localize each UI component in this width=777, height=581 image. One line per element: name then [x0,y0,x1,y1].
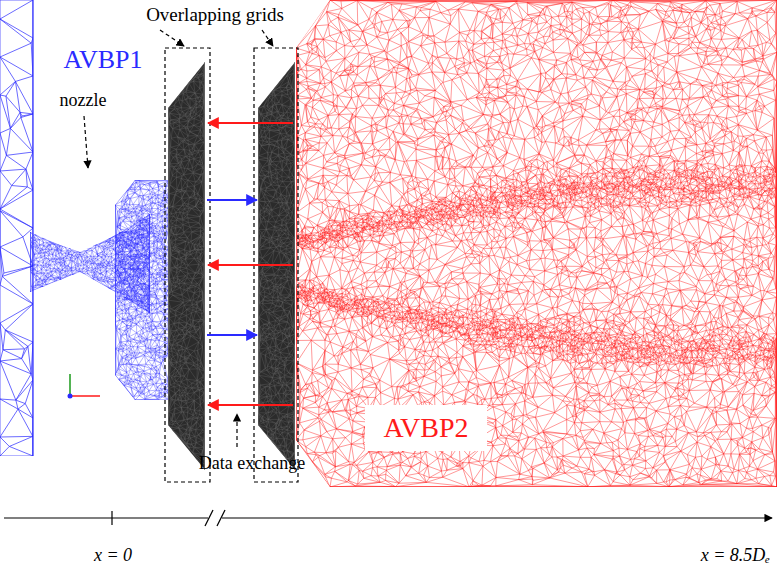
exchange-arrow [207,199,257,201]
leader-arrow [160,30,184,46]
axis-break [217,510,225,526]
axis-y [69,374,71,396]
leader-arrow [262,30,273,46]
label-box: AVBP2 [365,405,486,452]
axis-triad [68,374,101,399]
domain-label: AVBP1 [63,46,142,75]
overlap-band [168,62,205,470]
leader-arrow [84,116,88,168]
red-mesh-edges [296,0,777,487]
overlap-band-fill [168,62,205,470]
exchange-arrow [208,264,293,266]
callout-label: Overlapping grids [146,5,284,26]
exchange-arrow [207,334,257,336]
axis-label: x = 8.5Dₑ [701,546,770,566]
blue-exit-mesh [115,180,170,400]
domain-label: AVBP2 [383,413,468,444]
mesh-group [0,0,777,487]
boundary-line [32,0,33,456]
blue-far-mesh-edges [0,0,33,475]
blue-exit-mesh-edges [115,180,170,400]
axis-origin [68,394,73,399]
overlap-band-edges [168,62,205,470]
leader-arrow [236,414,237,447]
axis-break-gap [208,510,222,526]
exchange-arrow [208,404,293,406]
axis-break [205,510,213,526]
callout-label: Data exchange [199,454,305,474]
exchange-arrow [208,122,293,124]
axis-tick [111,511,112,525]
axis-label: x = 0 [94,546,132,566]
axis-x [70,395,100,397]
blue-far-mesh [0,0,33,475]
callout-label: nozzle [60,91,107,111]
overlap-box [165,48,210,482]
x-axis-line [4,517,772,518]
red-mesh [296,0,777,487]
